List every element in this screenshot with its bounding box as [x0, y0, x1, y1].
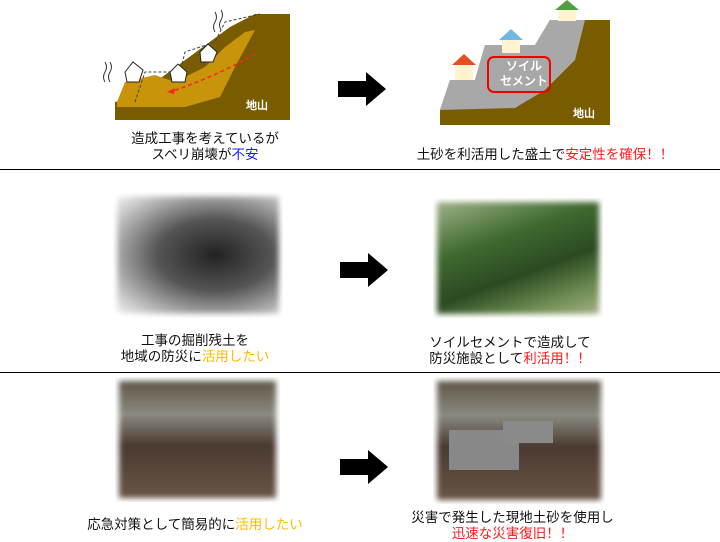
- caption-line: 造成工事を考えているが: [131, 131, 279, 147]
- arrow-right-icon: [340, 253, 388, 287]
- sketch-aerial-image: [113, 192, 283, 318]
- caption-row2-right: ソイルセメントで造成して 防災施設として利活用！！: [410, 335, 610, 367]
- caption-row1-left: 造成工事を考えているが スベリ崩壊が不安: [100, 131, 310, 163]
- caption-line: 土砂を利活用した盛土で: [416, 147, 566, 163]
- landslide-diagram: [103, 9, 290, 120]
- caption-highlight: 利活用！！: [523, 351, 591, 367]
- caption-highlight: 安定性を確保！！: [565, 147, 674, 163]
- caption-line: ソイルセメントで造成して: [429, 335, 591, 351]
- row-divider: [0, 372, 720, 373]
- caption-line: 防災施設として: [429, 351, 524, 367]
- soil-cement-label: ソイルセメント: [497, 59, 551, 89]
- caption-line: 応急対策として簡易的に: [87, 517, 236, 533]
- aerial-photo-facility: [433, 198, 603, 318]
- row-divider: [0, 169, 720, 170]
- soil-cement-label-line1: ソイル: [505, 59, 542, 73]
- soil-cement-label-line2: セメント: [500, 74, 548, 88]
- ground-label: 地山: [573, 107, 595, 120]
- caption-row3-right: 災害で発生した現地土砂を使用し 迅速な災害復旧！！: [400, 510, 625, 542]
- ground-label: 地山: [246, 99, 268, 112]
- arrow-right-icon: [338, 72, 386, 106]
- arrow-right-icon: [340, 450, 388, 484]
- disaster-site-photo: [115, 377, 280, 502]
- caption-row3-left: 応急対策として簡易的に活用したい: [80, 517, 310, 533]
- caption-line: 地域の防災に: [120, 349, 202, 365]
- caption-highlight: 迅速な災害復旧！！: [451, 526, 574, 542]
- restored-site-photo: [433, 377, 605, 504]
- caption-row1-right: 土砂を利活用した盛土で安定性を確保！！: [400, 147, 690, 163]
- caption-row2-left: 工事の掘削残土を 地域の防災に活用したい: [95, 333, 295, 365]
- caption-line: スベリ崩壊が: [151, 147, 232, 163]
- caption-line: 工事の掘削残土を: [141, 333, 249, 349]
- caption-highlight: 不安: [231, 147, 259, 163]
- caption-highlight: 活用したい: [235, 517, 303, 533]
- caption-line: 災害で発生した現地土砂を使用し: [411, 510, 614, 526]
- caption-highlight: 活用したい: [201, 349, 270, 365]
- soil-cement-blocks: [503, 421, 553, 443]
- soil-cement-diagram: [440, 0, 610, 125]
